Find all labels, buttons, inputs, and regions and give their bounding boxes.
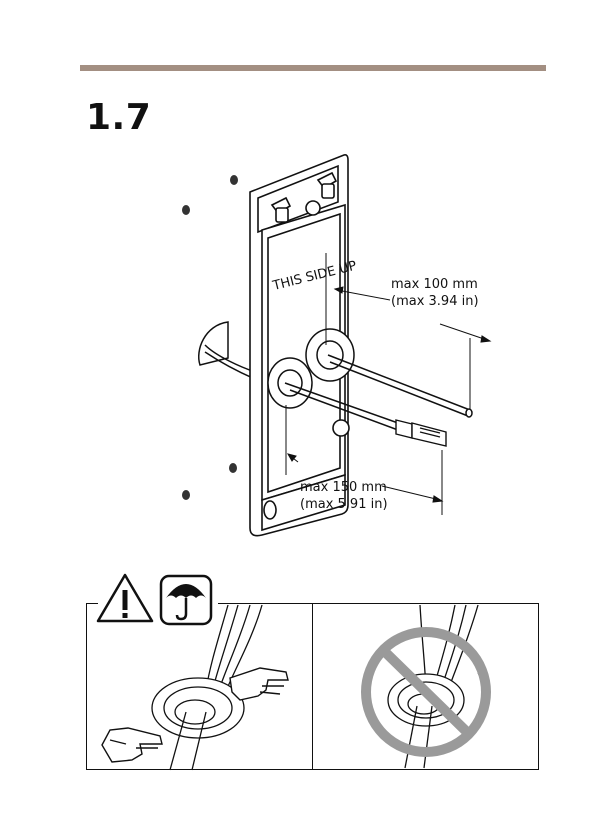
pointing-hand-icon (230, 668, 288, 700)
prohibited-circle-icon (366, 632, 486, 752)
pointing-hand-icon (102, 728, 162, 762)
umbrella-icon (161, 576, 211, 624)
